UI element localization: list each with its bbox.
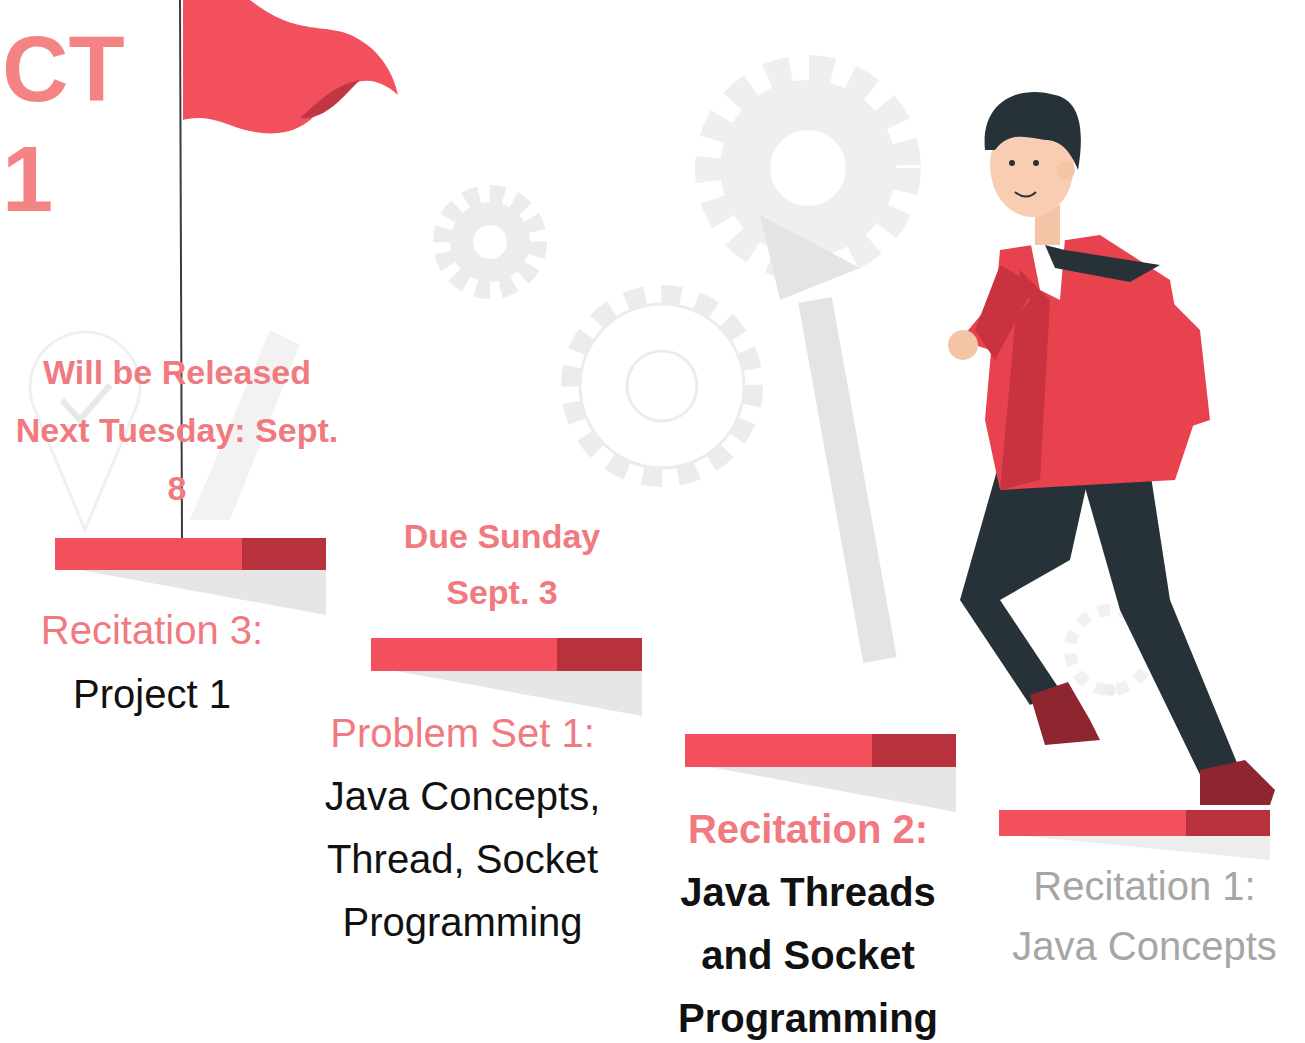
stage-body: Java Concepts, Thread, Socket Programmin… [288,765,637,954]
step [999,810,1270,860]
gear [710,70,906,266]
step [55,538,326,615]
step-stage: Recitation 1:Java Concepts [985,856,1304,976]
step [685,734,956,812]
gear [444,196,536,288]
flag [180,0,398,540]
release-note: Will be Released Next Tuesday: Sept. 8 [8,343,346,517]
stage-heading: Recitation 1: [985,856,1304,916]
stage-body: Java Concepts [985,916,1304,976]
gear-outline [570,294,754,478]
step-stage: Recitation 2:Java Threads and Socket Pro… [660,798,956,1043]
step-stage: Recitation 3:Project 1 [5,598,299,726]
stage-heading: Recitation 3: [5,598,299,662]
stage-body: Java Threads and Socket Programming [660,861,956,1043]
title-fragment: CT 1 [2,14,162,234]
person [948,92,1275,805]
stage-heading: Recitation 2: [660,798,956,861]
step-stage: Problem Set 1:Java Concepts, Thread, Soc… [288,702,637,954]
step [371,638,642,716]
stage-body: Project 1 [5,662,299,726]
growth-arrow [760,215,880,660]
stage-heading: Problem Set 1: [288,702,637,765]
due-note: Due Sunday Sept. 3 [368,508,636,620]
